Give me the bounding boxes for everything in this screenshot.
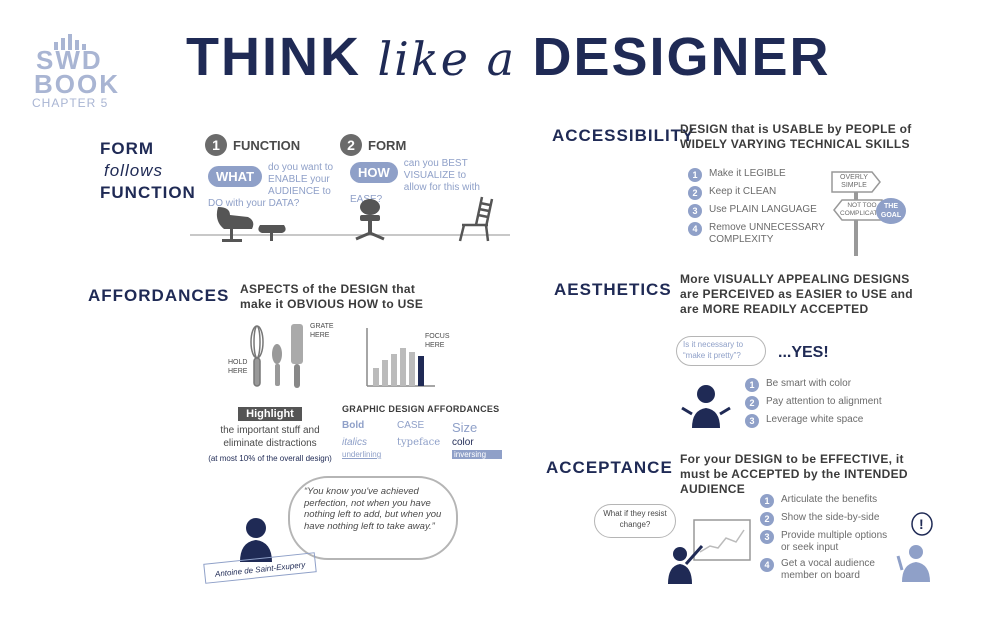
whisk-icon [250, 325, 264, 387]
case-example: CASE [397, 420, 425, 431]
title-think: THINK [186, 27, 361, 87]
inversing-example: inversing [452, 450, 502, 459]
function-heading: 1 FUNCTION [205, 134, 300, 156]
form-number: 2 [340, 134, 362, 156]
ff-l1: FORM [100, 139, 155, 158]
grater-icon [291, 324, 303, 388]
swd-book-logo: SWD BOOK CHAPTER 5 [30, 34, 120, 114]
quote-author-banner: Antoine de Saint-Exupery [203, 552, 317, 584]
typeface-example: typeface [397, 437, 441, 448]
graphic-design-title: GRAPHIC DESIGN AFFORDANCES [342, 404, 500, 414]
presenter-illustration [668, 519, 751, 584]
affordances-title: AFFORDANCES [88, 286, 230, 305]
page-title: THINK like a DESIGNER [186, 26, 846, 96]
the-goal-badge: THE GOAL [876, 198, 906, 224]
grate-here-label: GRATE HERE [310, 323, 334, 339]
underlining-example: underlining [342, 450, 382, 459]
focus-here-label: FOCUS HERE [425, 333, 450, 349]
function-number: 1 [205, 134, 227, 156]
pretty-question: Is it necessary to “make it pretty”? [683, 340, 744, 360]
acceptance-title: ACCEPTANCE [546, 458, 673, 477]
acceptance-desc: For your DESIGN to be EFFECTIVE, it must… [680, 452, 908, 496]
accessibility-title: ACCESSIBILITY [552, 126, 695, 145]
what-pill: WHAT [208, 166, 263, 187]
quote-bubble: “You know you've achieved perfection, no… [288, 476, 458, 560]
quote-author: Antoine de Saint-Exupery [214, 560, 306, 579]
wooden-chair-icon [458, 196, 494, 242]
italics-example: italics [342, 437, 368, 448]
sign-not-too-complicated: NOT TOO COMPLICATED [840, 202, 887, 217]
focus-bar-chart-illustration [366, 328, 435, 387]
function-label: FUNCTION [233, 138, 301, 153]
highlight-block: Highlight the important stuff and elimin… [200, 404, 340, 464]
svg-text:!: ! [919, 516, 924, 532]
spatula-icon [272, 344, 282, 386]
size-example: Size [452, 420, 478, 435]
form-heading: 2 FORM [340, 134, 406, 156]
how-block: HOW can you BEST VISUALIZE to allow for … [350, 158, 480, 206]
aesthetics-desc: More VISUALLY APPEALING DESIGNS are PERC… [680, 272, 913, 316]
what-block: WHAT do you want to ENABLE your AUDIENCE… [208, 162, 338, 210]
resist-thought-bubble: What if they resist change? [594, 504, 676, 538]
at-most-text: (at most 10% of the overall design) [208, 454, 332, 463]
aesthetics-title: AESTHETICS [554, 280, 672, 299]
affordances-desc: ASPECTS of the DESIGN that make it OBVIO… [240, 282, 424, 311]
what-text: do you want to ENABLE your AUDIENCE to D… [208, 162, 334, 209]
logo-line1: SWD [36, 45, 103, 75]
logo-line2: BOOK [34, 69, 120, 99]
logo-line3: CHAPTER 5 [32, 96, 109, 110]
bar-chart-icon [54, 34, 86, 50]
yes-answer: ...YES! [778, 344, 829, 361]
ff-l2: follows [104, 161, 163, 180]
how-pill: HOW [350, 162, 398, 183]
kitchen-tools-illustration [250, 324, 303, 388]
how-text: can you BEST VISUALIZE to allow for this… [350, 158, 480, 205]
form-follows-function-title: FORM follows FUNCTION [100, 138, 196, 204]
sign-overly-simple: OVERLY SIMPLE [840, 174, 868, 189]
form-label: FORM [368, 138, 407, 153]
hold-here-label: HOLD HERE [228, 359, 248, 375]
pretty-thought-bubble: Is it necessary to “make it pretty”? [676, 336, 766, 366]
person-thinker-icon [240, 518, 272, 562]
accessibility-desc: DESIGN that is USABLE by PEOPLE of WIDEL… [680, 122, 912, 151]
chairs-illustration [190, 196, 510, 242]
resist-question: What if they resist change? [603, 509, 667, 529]
title-like-a: like a [377, 32, 517, 86]
highlight-badge: Highlight [238, 407, 302, 421]
graphic-design-affordances: GRAPHIC DESIGN AFFORDANCES Bold CASE Siz… [342, 404, 502, 459]
office-chair-icon [355, 199, 385, 241]
color-example: color [452, 437, 474, 448]
lounge-chair-icon [216, 207, 286, 242]
ff-l3: FUNCTION [100, 183, 196, 202]
bold-example: Bold [342, 420, 365, 431]
quote-text: “You know you've achieved perfection, no… [304, 486, 442, 532]
highlight-text: the important stuff and eliminate distra… [220, 425, 320, 449]
person-shrug-icon [681, 385, 731, 428]
title-designer: DESIGNER [532, 27, 831, 87]
person-exclaim-icon: ! [896, 512, 933, 582]
